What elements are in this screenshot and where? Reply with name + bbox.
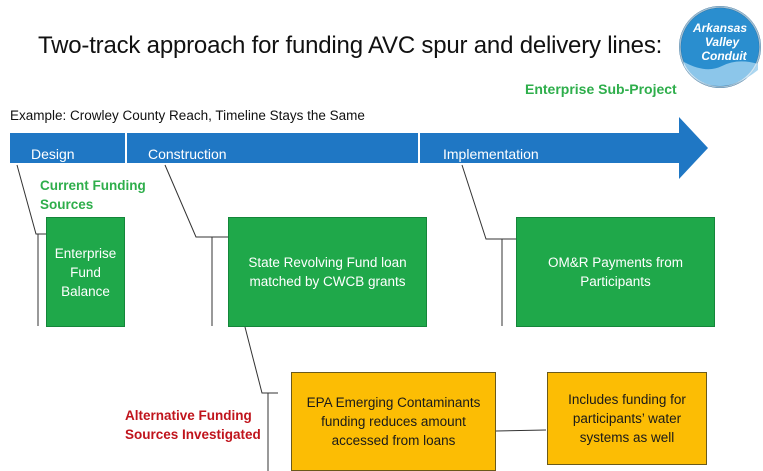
avc-logo: Arkansas Valley Conduit — [678, 4, 762, 90]
sub-project-label: Enterprise Sub-Project — [525, 81, 677, 97]
connector-alternative — [244, 326, 278, 394]
timeline-arrow — [10, 117, 708, 179]
logo-line1: Arkansas — [692, 21, 747, 35]
box-enterprise-fund: Enterprise Fund Balance — [46, 217, 125, 327]
phase-construction: Construction — [148, 146, 227, 162]
box-participants-water: Includes funding for participants’ water… — [547, 372, 707, 465]
connector-implementation — [461, 164, 503, 326]
connector-yellow — [495, 429, 547, 432]
example-label: Example: Crowley County Reach, Timeline … — [10, 108, 365, 123]
box-state-revolving-fund: State Revolving Fund loan matched by CWC… — [228, 217, 427, 327]
logo-line2: Valley — [705, 35, 741, 49]
alternative-funding-label: Alternative Funding Sources Investigated — [125, 408, 261, 442]
page-title: Two-track approach for funding AVC spur … — [38, 32, 663, 59]
box-omr-payments: OM&R Payments from Participants — [516, 217, 715, 327]
logo-line3: Conduit — [701, 49, 747, 63]
connector-construction — [164, 164, 213, 326]
connector-design — [16, 164, 39, 326]
box-epa-contaminants: EPA Emerging Contaminants funding reduce… — [291, 372, 496, 471]
current-funding-label: Current Funding Sources — [40, 178, 146, 212]
phase-implementation: Implementation — [443, 146, 539, 162]
phase-design: Design — [31, 146, 75, 162]
